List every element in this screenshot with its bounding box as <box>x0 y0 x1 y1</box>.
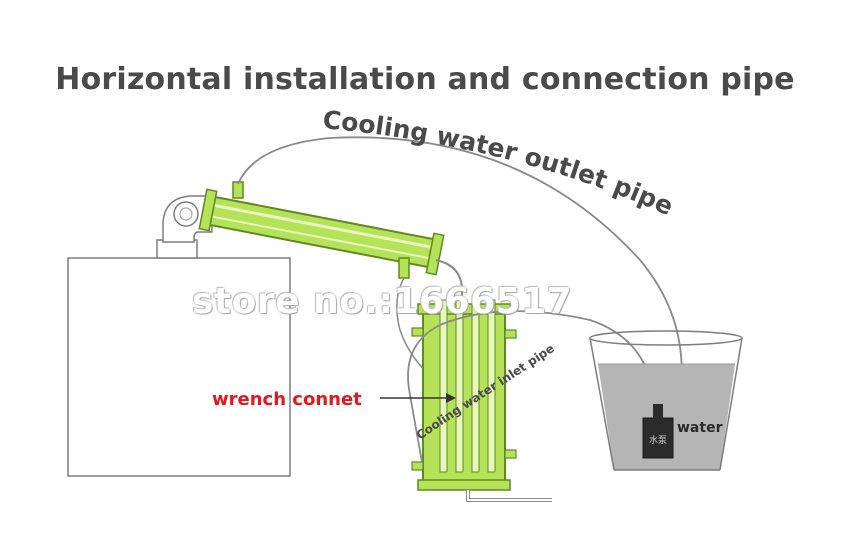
pump-outlet <box>653 404 663 419</box>
elbow-joint <box>173 201 199 227</box>
outlet-pipe-label: Cooling water outlet pipe <box>322 105 678 221</box>
diagram-title: Horizontal installation and connection p… <box>55 62 795 97</box>
horizontal-condenser <box>198 181 445 279</box>
water-label: water <box>677 420 723 436</box>
water-bucket <box>589 330 743 471</box>
wrench-arrowhead <box>446 393 456 403</box>
vertical-cooler <box>411 299 517 491</box>
cooler-drain-inner <box>467 490 552 501</box>
cooler-drain <box>466 490 552 502</box>
outlet-hose <box>237 136 683 396</box>
elbow-joint-inner <box>179 207 193 221</box>
store-watermark: store no.:1666517 <box>192 281 573 322</box>
inlet-hose <box>407 310 656 463</box>
water-pump <box>642 417 674 459</box>
boiler-tank <box>67 257 291 477</box>
outlet-pipe-label-text: Cooling water outlet pipe <box>322 105 678 221</box>
pump-label: 水泵 <box>649 434 667 446</box>
condenser-connector <box>435 259 463 306</box>
wrench-label: wrench connet <box>212 389 362 410</box>
